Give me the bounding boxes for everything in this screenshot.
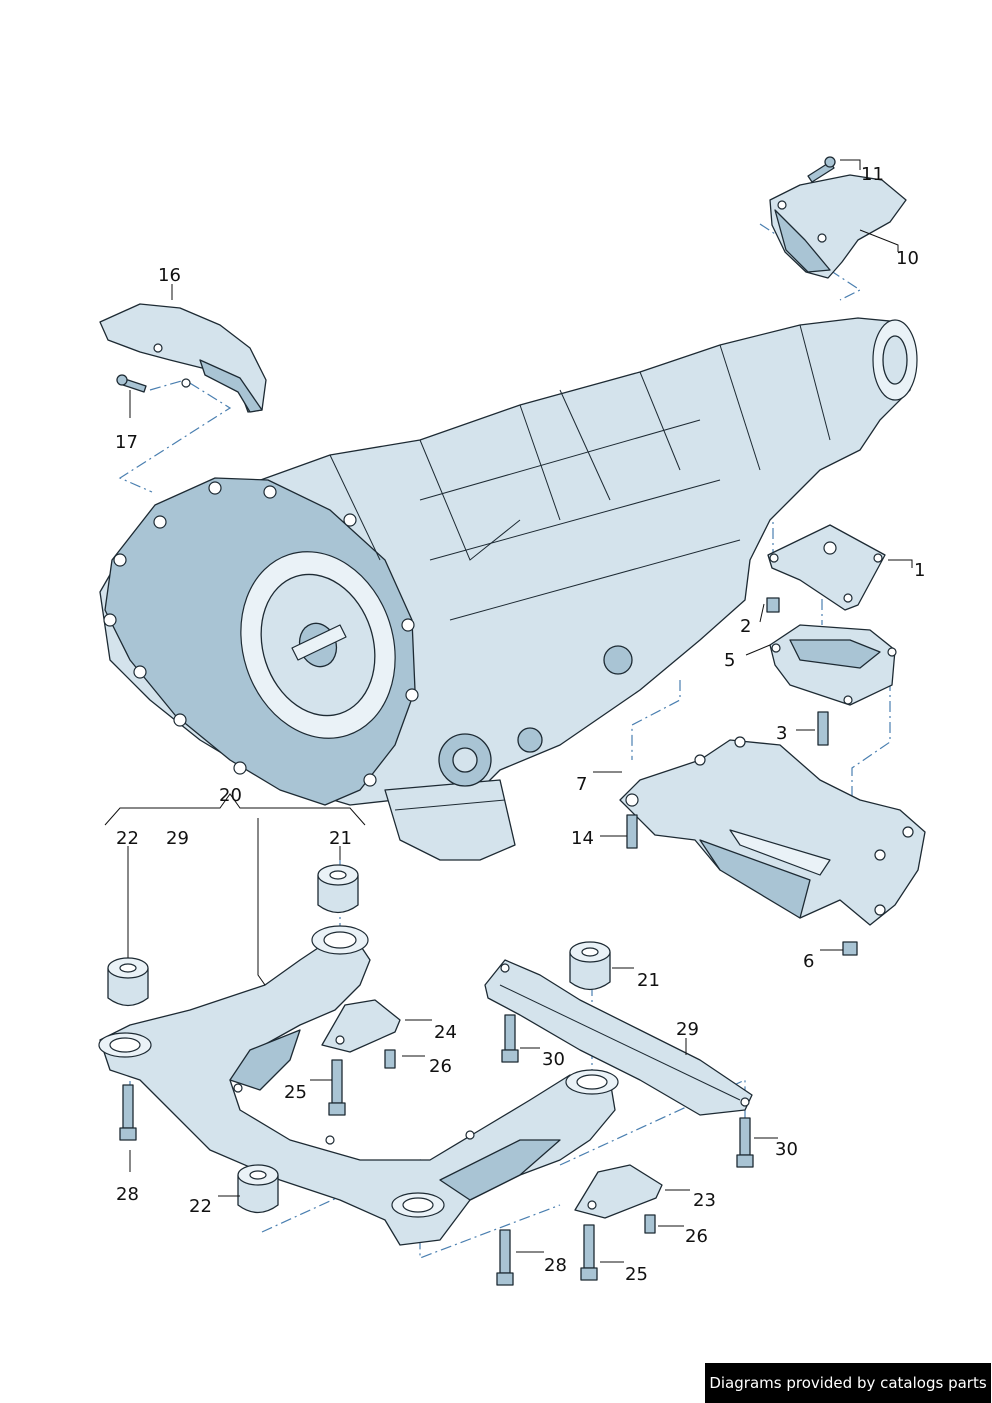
heat-shield-rear — [769, 156, 907, 279]
callout-23: 23 — [693, 1190, 716, 1211]
transmission-crossmember-7 — [619, 736, 926, 956]
callout-2: 2 — [740, 616, 751, 637]
callout-21-right: 21 — [637, 970, 660, 991]
bushing-22-left — [107, 957, 149, 1007]
callout-6: 6 — [803, 951, 814, 972]
transmission-mount-5 — [769, 624, 897, 746]
callout-29-right: 29 — [676, 1019, 699, 1040]
bushing-21-right — [569, 941, 611, 991]
callout-30-lower: 30 — [775, 1139, 798, 1160]
callout-25-lower: 25 — [625, 1264, 648, 1285]
callout-14: 14 — [571, 828, 594, 849]
mount-bracket-1 — [766, 524, 886, 613]
transmission-assembly — [99, 317, 918, 861]
bushing-21-upper — [317, 864, 359, 914]
callout-24: 24 — [434, 1022, 457, 1043]
subframe-20 — [98, 925, 619, 1246]
callout-5: 5 — [724, 650, 735, 671]
callout-11: 11 — [861, 164, 884, 185]
callout-22-top: 22 — [116, 828, 139, 849]
callout-28-left: 28 — [116, 1184, 139, 1205]
bracket-24 — [321, 999, 401, 1053]
reinforcement-strut-29 — [484, 959, 753, 1116]
callout-17: 17 — [115, 432, 138, 453]
bushing-22-lower — [237, 1164, 279, 1214]
heat-shield-front — [99, 303, 267, 413]
bracket-23 — [574, 1164, 663, 1219]
callout-25-left: 25 — [284, 1082, 307, 1103]
bell-housing-bolts — [103, 481, 419, 787]
callout-26-upper: 26 — [429, 1056, 452, 1077]
callout-7: 7 — [576, 774, 587, 795]
callout-16: 16 — [158, 265, 181, 286]
footer-credit: Diagrams provided by catalogs parts — [705, 1363, 991, 1403]
callout-22-lower: 22 — [189, 1196, 212, 1217]
callout-numbers: 11 10 16 17 1 2 5 3 7 14 6 20 22 29 21 2… — [115, 164, 925, 1285]
callout-1: 1 — [914, 560, 925, 581]
callout-29-top: 29 — [166, 828, 189, 849]
callout-10: 10 — [896, 248, 919, 269]
callout-3: 3 — [776, 723, 787, 744]
leader-lines — [104, 159, 913, 1263]
subframe-bolts — [119, 1014, 754, 1286]
callout-20: 20 — [219, 785, 242, 806]
callout-21-top: 21 — [329, 828, 352, 849]
callout-28-lower: 28 — [544, 1255, 567, 1276]
callout-26-lower: 26 — [685, 1226, 708, 1247]
callout-30-upper: 30 — [542, 1049, 565, 1070]
